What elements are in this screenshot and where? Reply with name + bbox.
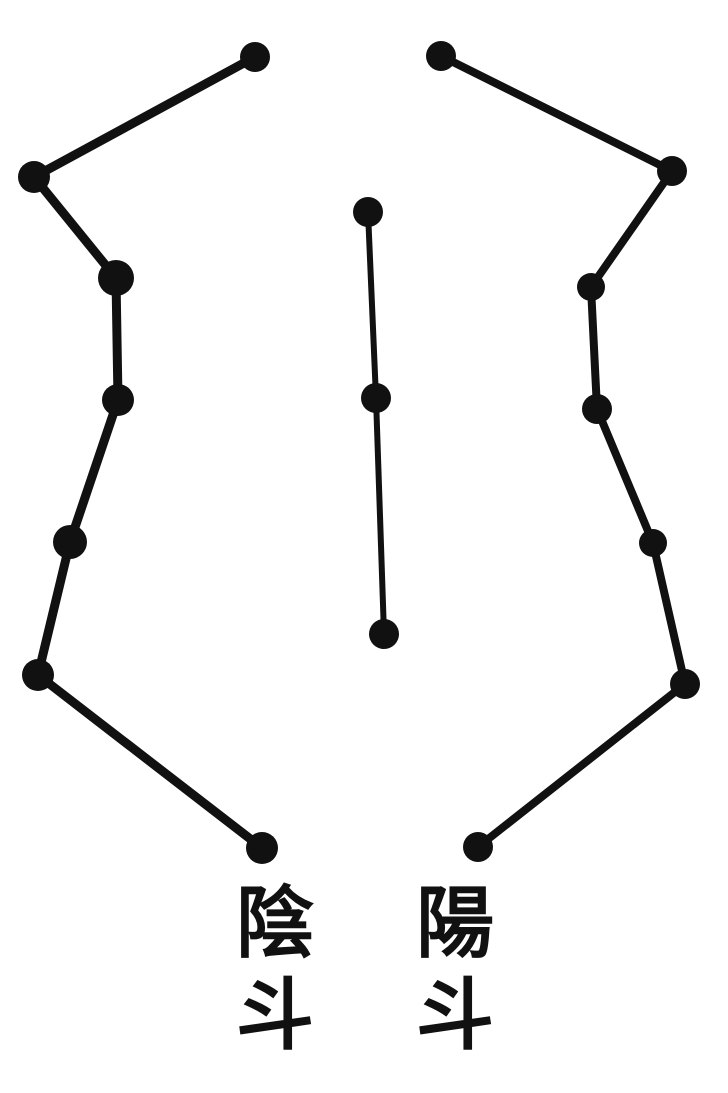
star-dot [426, 41, 456, 71]
star-dot [361, 383, 391, 413]
star-dot [22, 659, 54, 691]
star-dot [463, 832, 493, 862]
star-dot [353, 197, 383, 227]
star-dot [98, 260, 134, 296]
star-dot [18, 161, 50, 193]
star-dot [102, 384, 134, 416]
dipper-char: 斗 [235, 970, 314, 1061]
star-dot [657, 156, 687, 186]
yin-char: 陰 [235, 878, 314, 969]
connecting-line [437, 52, 689, 851]
yang-char: 陽 [415, 878, 494, 969]
star-dot [582, 394, 612, 424]
connecting-line [29, 52, 267, 853]
star-dot [670, 669, 700, 699]
central-constellation [353, 197, 399, 649]
connecting-line [365, 209, 387, 637]
star-dot [577, 273, 605, 301]
star-dot [639, 529, 667, 557]
yang-dipper-label: 陽 斗 [405, 878, 505, 1062]
yin-dipper-label: 陰 斗 [225, 878, 325, 1062]
yang-dipper-constellation [426, 41, 700, 862]
star-dot [240, 42, 270, 72]
star-dot [246, 832, 278, 864]
dipper-char: 斗 [415, 970, 494, 1061]
yin-dipper-constellation [18, 42, 278, 864]
star-dot [53, 525, 87, 559]
star-dot [369, 619, 399, 649]
